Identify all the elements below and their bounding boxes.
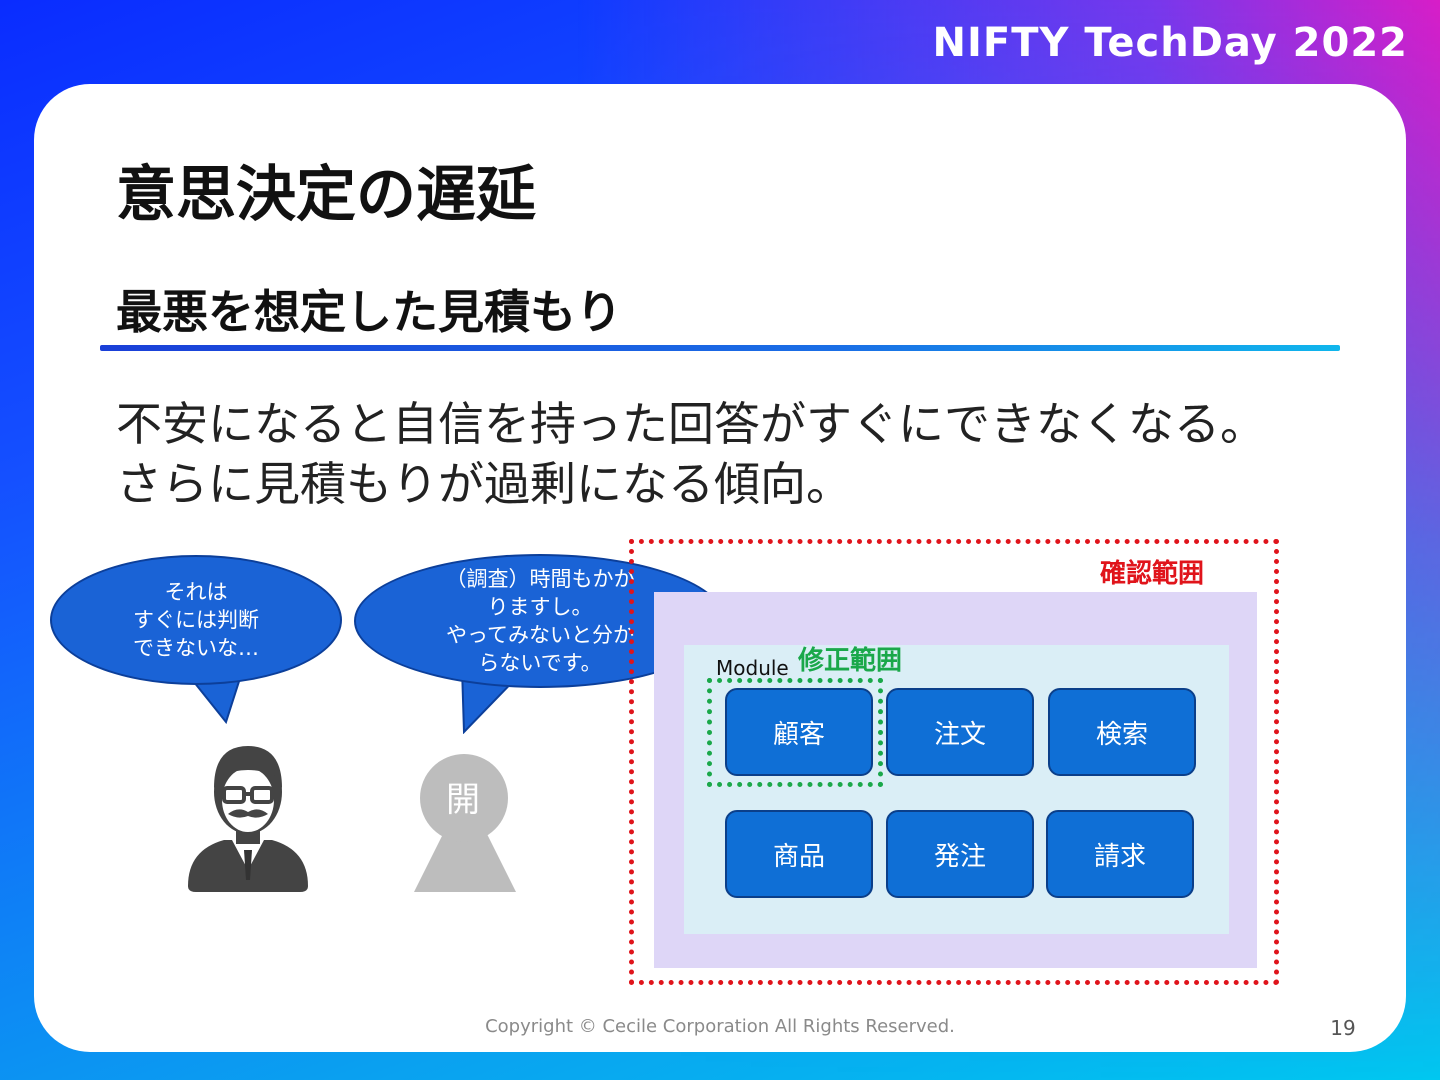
- module-product: 商品: [725, 810, 873, 898]
- bubble-line: らないです。: [478, 651, 602, 675]
- confirm-scope-label: 確認範囲: [1100, 559, 1205, 589]
- slide-title: 意思決定の遅延: [116, 160, 536, 230]
- module-billing: 請求: [1046, 810, 1194, 898]
- bubble-line: できないな…: [133, 636, 259, 660]
- businessman-icon: [188, 746, 308, 892]
- developer-icon: [414, 754, 516, 892]
- subtitle-underline: [100, 345, 1340, 351]
- developer-label: 開: [446, 780, 480, 820]
- fix-scope-label: 修正範囲: [798, 646, 903, 676]
- bubble-line: りますし。: [487, 595, 593, 619]
- module-purchase-order: 発注: [886, 810, 1034, 898]
- module-search: 検索: [1048, 688, 1196, 776]
- copyright: Copyright © Cecile Corporation All Right…: [485, 1016, 955, 1037]
- body-text: 不安になると自信を持った回答がすぐにできなくなる。 さらに見積もりが過剰になる傾…: [116, 394, 1376, 514]
- bubble-line: それは: [164, 580, 228, 604]
- page-number: 19: [1330, 1016, 1356, 1040]
- bubble-line: すぐには判断: [133, 608, 259, 632]
- module-customer: 顧客: [725, 688, 873, 776]
- module-label: Module: [716, 656, 789, 680]
- fix-scope-box: [707, 678, 883, 787]
- bubble-line: やってみないと分か: [446, 623, 634, 647]
- body-line: 不安になると自信を持った回答がすぐにできなくなる。: [116, 397, 1266, 451]
- bubble-line: （調査）時間もかか: [445, 567, 635, 591]
- body-line: さらに見積もりが過剰になる傾向。: [116, 457, 852, 511]
- slide-subtitle: 最悪を想定した見積もり: [116, 285, 622, 339]
- brand-logo: NIFTY TechDay 2022: [932, 20, 1408, 66]
- confirm-scope-box: [629, 539, 1279, 985]
- speech-bubble-left: それは すぐには判断 できないな…: [50, 555, 342, 685]
- module-order: 注文: [886, 688, 1034, 776]
